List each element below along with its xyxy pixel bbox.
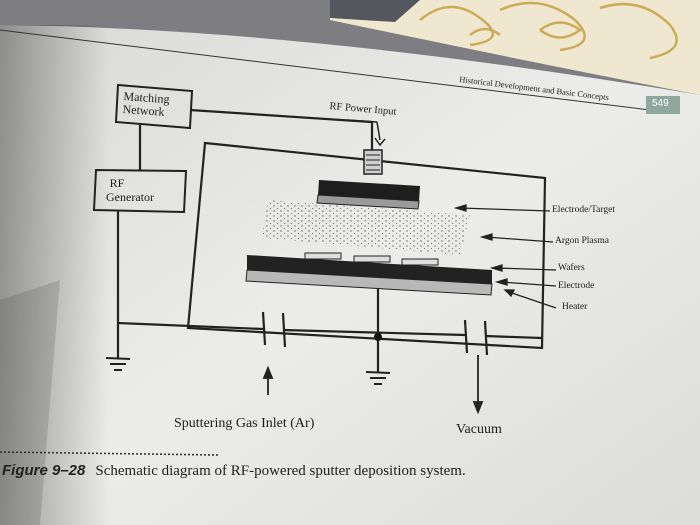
heater [245,269,493,296]
wafers [304,252,439,266]
lower-electrode [247,255,492,284]
circuit-wiring [116,108,543,372]
header-rule [0,29,651,111]
argon-plasma [262,200,470,255]
callout-electrode: Electrode [558,281,595,291]
callout-wafers: Wafers [558,263,585,273]
rf-feedthrough [363,149,383,175]
rf-generator-box [92,168,188,214]
figure-number: Figure 9–28 [2,462,86,479]
ground-symbol [105,357,391,385]
page-number: 549 [652,98,669,109]
dark-object [330,0,420,22]
vacuum-arrow [472,401,484,415]
page-number-badge [646,96,680,114]
tablecloth [330,0,700,95]
callout-heater: Heater [562,302,588,312]
capacitor-right [463,319,469,354]
matching-network-box [114,83,194,130]
lace-pattern [419,1,678,60]
vacuum-chamber [186,141,547,350]
figure-caption-text: Schematic diagram of RF-powered sputter … [95,463,466,479]
vacuum-label: Vacuum [456,422,502,437]
gas-inlet-label: Sputtering Gas Inlet (Ar) [174,416,315,431]
gas-inlet-arrow [262,365,274,379]
callout-argon-plasma: Argon Plasma [555,236,609,246]
capacitor-left [261,311,267,346]
callout-electrode-target: Electrode/Target [552,205,615,215]
ground-junction [374,333,382,341]
target-electrode [318,180,420,201]
caption-rule [0,451,219,456]
callout-leaders [453,204,557,309]
rf-input-arrow [374,121,386,147]
figure-caption: Figure 9–28 Schematic diagram of RF-powe… [2,462,466,480]
